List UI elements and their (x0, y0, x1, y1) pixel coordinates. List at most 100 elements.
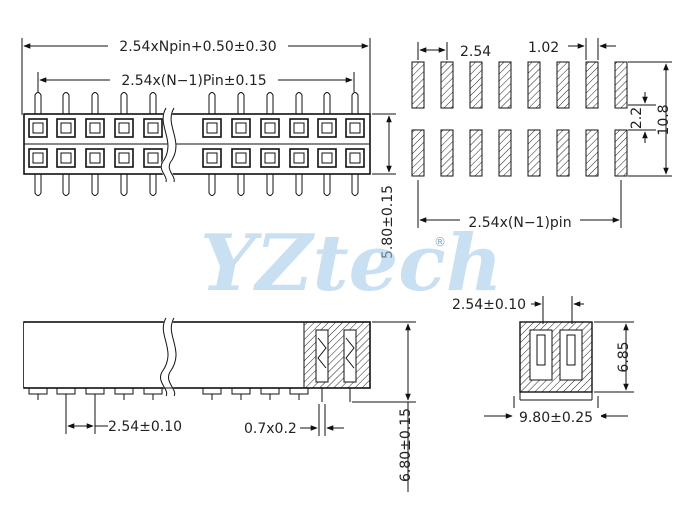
contact-hole (349, 152, 361, 164)
contact-hole (321, 122, 333, 134)
body-height-label: 6.85 (616, 341, 632, 372)
contact-cell (231, 118, 251, 138)
contact-cell (345, 118, 365, 138)
pin-top (34, 92, 42, 114)
contact-cell (231, 148, 251, 168)
contact-hole (235, 122, 247, 134)
contact-cell (143, 148, 163, 168)
pin-bottom (208, 174, 216, 196)
contact-hole (293, 122, 305, 134)
contact-hole (32, 152, 44, 164)
pad (614, 61, 628, 109)
pad (498, 129, 512, 177)
front-view: 2.54xNpin+0.50±0.30 2.54x(N−1)Pin±0.15 5… (21, 37, 396, 259)
contact-hole (206, 152, 218, 164)
pin-bottom (34, 174, 42, 196)
pin-bottom (62, 174, 70, 196)
pin-span-label: 2.54x(N−1)Pin±0.15 (121, 73, 266, 89)
front-pins-bottom (34, 174, 359, 196)
overall-length-label: 2.54xNpin+0.50±0.30 (119, 39, 276, 55)
pin-top (62, 92, 70, 114)
contact-hole (118, 152, 130, 164)
foot (202, 388, 222, 395)
contact-hole (89, 152, 101, 164)
pad (469, 61, 483, 109)
contact-cell (114, 148, 134, 168)
pin-top (120, 92, 128, 114)
side-feet (28, 388, 309, 400)
pin-bottom (237, 174, 245, 196)
contact-cell (289, 148, 309, 168)
foot (289, 388, 309, 395)
pad (469, 129, 483, 177)
foot (28, 388, 48, 395)
pin-top (237, 92, 245, 114)
front-contact-cells (28, 118, 365, 168)
contact-hole (264, 152, 276, 164)
end-view: 2.54±0.10 6.85 9.80±0.25 (452, 296, 634, 426)
pin-top (351, 92, 359, 114)
pad (556, 61, 570, 109)
side-view: 2.54±0.10 0.7x0.2 6.80±0.15 (23, 315, 416, 492)
svg-text:®: ® (434, 235, 446, 249)
span-label: 2.54x(N−1)pin (468, 215, 571, 231)
contact-cell (202, 148, 222, 168)
watermark-logo: YZtech ® (200, 218, 502, 309)
contact-hole (118, 122, 130, 134)
pin-bottom (120, 174, 128, 196)
pin-top (149, 92, 157, 114)
pad (411, 129, 425, 177)
foot (143, 388, 163, 395)
contact-cell (28, 118, 48, 138)
pad (498, 61, 512, 109)
front-pins-top (34, 92, 359, 114)
svg-text:YZtech: YZtech (200, 218, 502, 309)
front-height-label: 5.80±0.15 (380, 185, 396, 259)
pin-bottom (91, 174, 99, 196)
pin-bottom (295, 174, 303, 196)
contact-cell (289, 118, 309, 138)
contact-hole (147, 152, 159, 164)
contact-cell (85, 148, 105, 168)
pin-top (266, 92, 274, 114)
contact-hole (32, 122, 44, 134)
contact-hole (89, 122, 101, 134)
contact-cell (202, 118, 222, 138)
contact-cell (345, 148, 365, 168)
footprint-view: 2.54 1.02 2.2 10.8 2.54x(N−1)pin (411, 38, 672, 231)
pin-bottom (149, 174, 157, 196)
end-pitch-label: 2.54±0.10 (452, 297, 526, 313)
pad (440, 129, 454, 177)
side-pitch-label: 2.54±0.10 (108, 419, 182, 435)
contact-hole (147, 122, 159, 134)
pad (585, 129, 599, 177)
pin-top (91, 92, 99, 114)
pin-top (208, 92, 216, 114)
contact-cell (56, 118, 76, 138)
contact-cell (260, 118, 280, 138)
contact-cell (114, 118, 134, 138)
row-spacing-label: 2.2 (629, 107, 645, 129)
contact-hole (60, 122, 72, 134)
pad (527, 129, 541, 177)
overall-width-label: 10.8 (656, 104, 672, 135)
contact-hole (60, 152, 72, 164)
pitch-label: 2.54 (460, 44, 491, 60)
contact-cell (143, 118, 163, 138)
contact-cell (28, 148, 48, 168)
contact-hole (206, 122, 218, 134)
pad (556, 129, 570, 177)
pin-top (323, 92, 331, 114)
contact-cell (260, 148, 280, 168)
contact-hole (235, 152, 247, 164)
contact-cell (85, 118, 105, 138)
foot (56, 388, 76, 395)
contact-cell (56, 148, 76, 168)
pad (585, 61, 599, 109)
pad (527, 61, 541, 109)
foot (85, 388, 105, 395)
pin-bottom (323, 174, 331, 196)
foot (231, 388, 251, 395)
pin-bottom (351, 174, 359, 196)
